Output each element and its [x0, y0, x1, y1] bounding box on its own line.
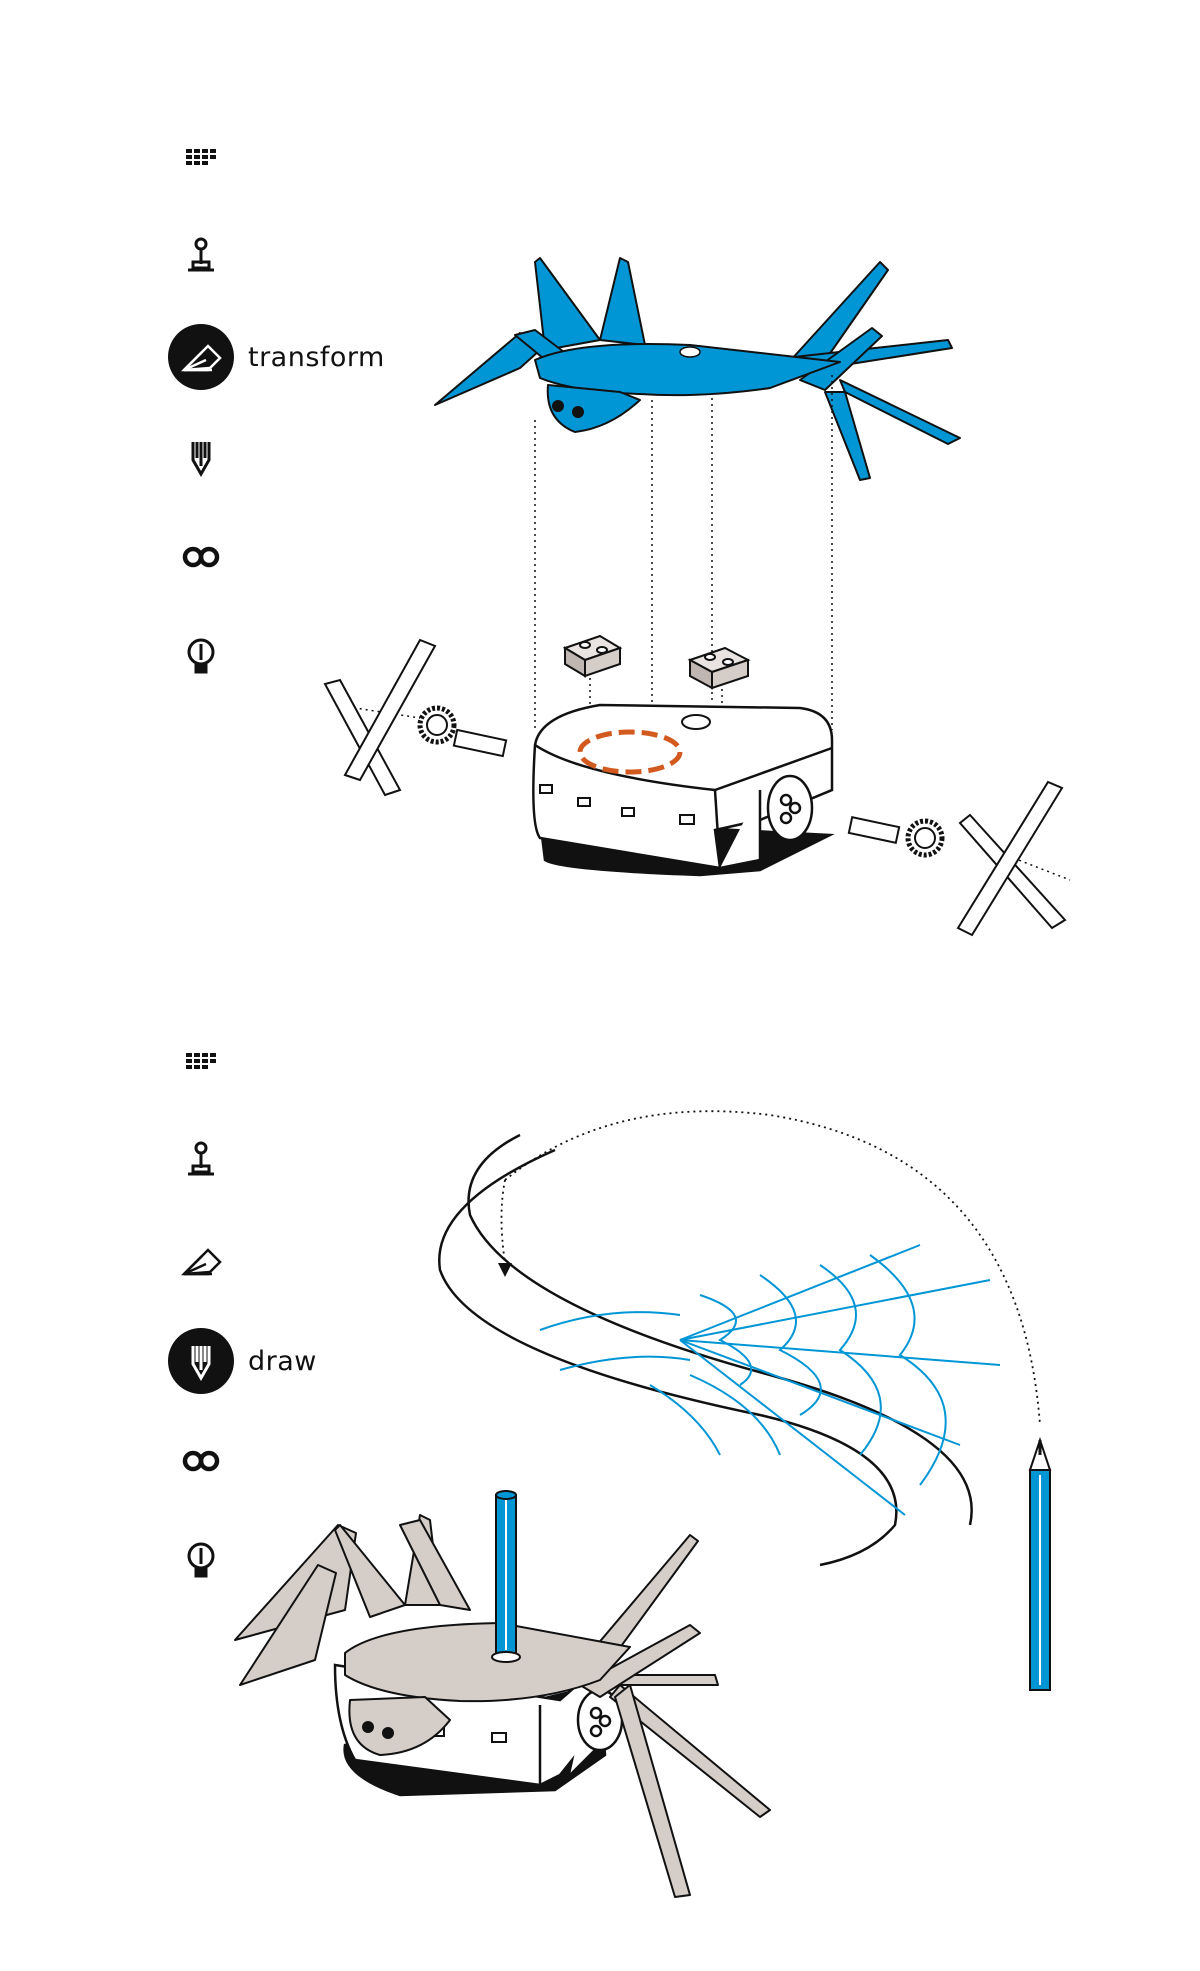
transform-illustration [323, 257, 1071, 937]
menu-item-transform[interactable]: transform [168, 322, 385, 392]
transform-icon [168, 324, 234, 390]
menu-label: transform [248, 341, 385, 373]
infinity-icon [168, 1428, 234, 1494]
lego-brick [687, 646, 751, 690]
gear-assembly-right [847, 780, 1067, 937]
pen-inserted [491, 1490, 521, 1663]
blocks-icon [168, 1028, 234, 1094]
pen-move-arc [504, 1110, 1041, 1426]
menu-item-blocks[interactable] [168, 122, 248, 192]
orange-ring [577, 729, 683, 775]
blocks-icon [168, 124, 234, 190]
spider-shell-beige [234, 1514, 771, 1898]
pen-blue [1028, 1436, 1052, 1691]
transform-panel: transform [0, 0, 1200, 985]
transform-icon [168, 1228, 234, 1294]
robot-wheel [766, 774, 814, 842]
lightbulb-icon [168, 624, 234, 690]
menu-item-joystick[interactable] [168, 222, 248, 292]
assembly-guides [335, 375, 1071, 881]
menu-item-draw[interactable] [168, 422, 248, 492]
draw-illustration [234, 1110, 1052, 1898]
spider-web [539, 1244, 1001, 1516]
robot-body [532, 703, 835, 877]
menu-item-idea[interactable] [168, 622, 248, 692]
menu-item-joystick[interactable] [168, 1126, 248, 1196]
lego-brick [562, 634, 623, 678]
menu-item-blocks[interactable] [168, 1026, 248, 1096]
pen-nib-icon [168, 424, 234, 490]
spider-shell-blue [434, 257, 961, 481]
menu-label: draw [248, 1345, 317, 1377]
infinity-icon [168, 524, 234, 590]
lightbulb-icon [168, 1528, 234, 1594]
arrow-down-icon [498, 1263, 512, 1277]
menu-item-idea[interactable] [168, 1526, 248, 1596]
draw-panel: draw [0, 985, 1200, 1971]
joystick-icon [168, 1128, 234, 1194]
menu-item-loop[interactable] [168, 1426, 248, 1496]
menu-item-loop[interactable] [168, 522, 248, 592]
pen-nib-icon [168, 1328, 234, 1394]
gear-assembly-left [323, 638, 508, 797]
menu-item-draw[interactable]: draw [168, 1326, 317, 1396]
menu-item-transform[interactable] [168, 1226, 248, 1296]
joystick-icon [168, 224, 234, 290]
